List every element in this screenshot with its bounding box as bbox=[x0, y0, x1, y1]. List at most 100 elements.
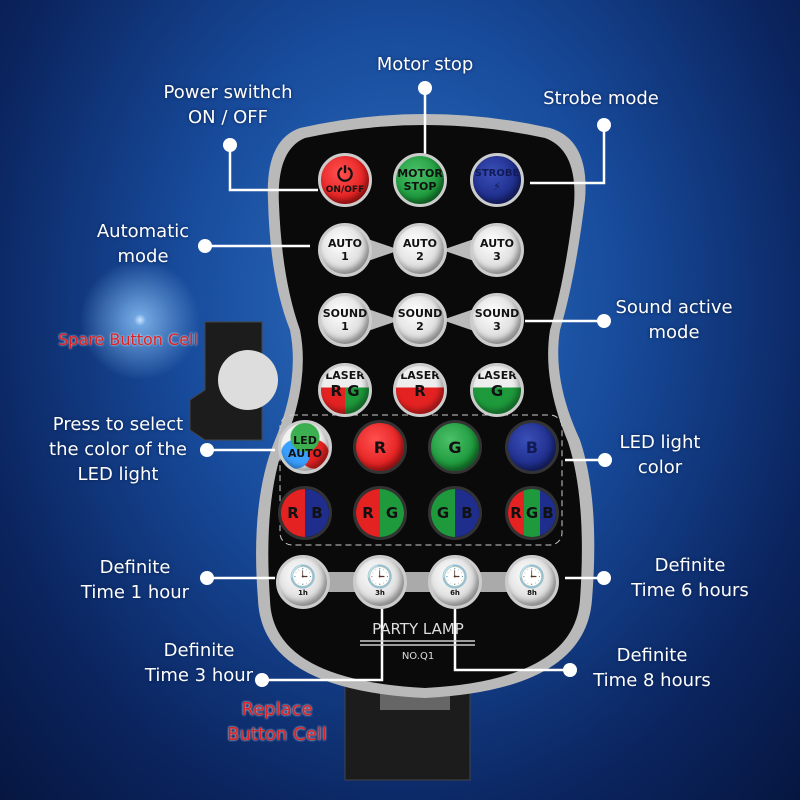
label-line: Definite bbox=[616, 645, 688, 666]
button-label: SOUND bbox=[397, 307, 443, 320]
button-label: G bbox=[431, 489, 455, 537]
label-line: mode bbox=[117, 246, 169, 267]
button-label: 3 bbox=[493, 250, 501, 263]
button-label: LASER bbox=[325, 369, 365, 382]
strobe-lightning-icon: ⚡ bbox=[493, 180, 501, 193]
label-line: Definite bbox=[99, 557, 171, 578]
strobe-button[interactable]: STROBE⚡ bbox=[470, 153, 524, 207]
button-label: G bbox=[380, 489, 404, 537]
button-label: B bbox=[525, 437, 539, 457]
label-line: the color of the bbox=[49, 439, 187, 460]
button-label: AUTO bbox=[403, 237, 437, 250]
label-line: color bbox=[637, 457, 683, 478]
button-label: G bbox=[448, 437, 462, 457]
button-label: AUTO bbox=[288, 447, 322, 460]
label-line: Time 8 hours bbox=[593, 670, 711, 691]
clock-icon: 🕒 bbox=[441, 565, 469, 590]
button-label: SOUND bbox=[474, 307, 520, 320]
label-line: Time 6 hours bbox=[631, 580, 749, 601]
label-line: Definite bbox=[163, 640, 235, 661]
power-icon: ⏻ bbox=[337, 161, 353, 186]
button-label: 1 bbox=[341, 320, 349, 333]
clock-icon: 🕒 bbox=[366, 565, 394, 590]
button-label: R bbox=[414, 382, 426, 400]
letter-g: G bbox=[347, 382, 360, 400]
timer-3h-button[interactable]: 🕒3h bbox=[353, 555, 407, 609]
label-motor-stop: Motor stop bbox=[376, 54, 474, 75]
timer-1h-button[interactable]: 🕒1h bbox=[276, 555, 330, 609]
button-label: 8h bbox=[527, 589, 537, 597]
label-strobe: Strobe mode bbox=[543, 88, 659, 109]
clock-icon: 🕒 bbox=[289, 565, 317, 590]
label-line: Automatic bbox=[96, 221, 190, 242]
brand-text: PARTY LAMP bbox=[372, 620, 464, 638]
label-spare-cell: Spare Button Cell bbox=[58, 330, 198, 349]
button-label: B bbox=[305, 489, 329, 537]
label-line: LED light bbox=[77, 464, 159, 485]
button-label: 3 bbox=[493, 320, 501, 333]
label-line: LED light bbox=[619, 432, 701, 453]
button-label: R bbox=[373, 437, 387, 457]
button-label: ON/OFF bbox=[325, 184, 365, 195]
label-line: Time 3 hour bbox=[144, 665, 254, 686]
button-label: B bbox=[540, 489, 556, 537]
model-text: NO.Q1 bbox=[401, 651, 435, 662]
button-label: R bbox=[281, 489, 305, 537]
label-line: Press to select bbox=[52, 414, 184, 435]
button-label: 2 bbox=[416, 320, 424, 333]
label-automatic: Automatic mode bbox=[97, 219, 189, 269]
button-label: LASER bbox=[400, 369, 440, 382]
led-green-button[interactable]: G bbox=[428, 420, 482, 474]
button-label: 1h bbox=[298, 589, 308, 597]
label-line: Power swithch bbox=[163, 82, 293, 103]
button-label: LED bbox=[293, 434, 317, 447]
button-label: B bbox=[455, 489, 479, 537]
button-label: LASER bbox=[477, 369, 517, 382]
button-label: STOP bbox=[403, 180, 437, 193]
label-line: Button Cell bbox=[227, 724, 327, 745]
button-label: 3h bbox=[375, 589, 385, 597]
power-button[interactable]: ⏻ ON/OFF bbox=[318, 153, 372, 207]
button-label: MOTOR bbox=[397, 167, 443, 180]
letter-r: R bbox=[330, 382, 342, 400]
timer-6h-button[interactable]: 🕒6h bbox=[428, 555, 482, 609]
label-power: Power swithch ON / OFF bbox=[163, 80, 292, 130]
label-line: Sound active bbox=[615, 297, 733, 318]
label-line: mode bbox=[648, 322, 700, 343]
label-line: Replace bbox=[241, 699, 313, 720]
timer-8h-button[interactable]: 🕒8h bbox=[505, 555, 559, 609]
button-label: R bbox=[508, 489, 524, 537]
button-label: G bbox=[490, 382, 504, 400]
button-label: STROBE bbox=[474, 168, 520, 179]
led-blue-button[interactable]: B bbox=[505, 420, 559, 474]
button-label: SOUND bbox=[322, 307, 368, 320]
button-label: 2 bbox=[416, 250, 424, 263]
button-label: G bbox=[524, 489, 540, 537]
label-line: Time 1 hour bbox=[80, 582, 190, 603]
button-label: AUTO bbox=[328, 237, 362, 250]
label-led-color: LED light color bbox=[620, 430, 701, 480]
label-line: Definite bbox=[654, 555, 726, 576]
led-red-button[interactable]: R bbox=[353, 420, 407, 474]
label-line: ON / OFF bbox=[187, 107, 269, 128]
